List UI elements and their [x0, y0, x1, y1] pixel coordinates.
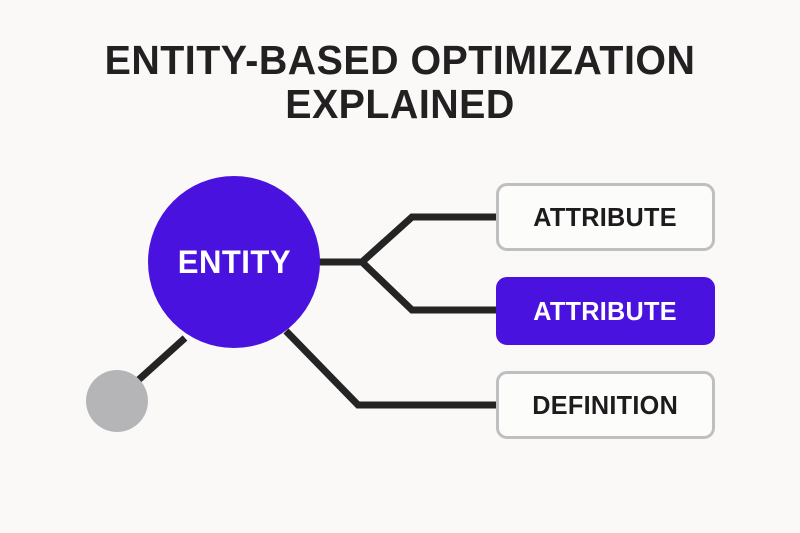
entity-node[interactable]: ENTITY [148, 176, 320, 348]
connector-to-attribute-1 [359, 213, 499, 265]
attribute-box-1-label: ATTRIBUTE [533, 201, 678, 232]
connector-to-attribute-2 [359, 259, 499, 314]
connector-to-definition [283, 328, 499, 409]
title-line-1: ENTITY-BASED OPTIMIZATION [104, 37, 696, 83]
definition-box-label: DEFINITION [532, 389, 679, 420]
attribute-box-1[interactable]: ATTRIBUTE [496, 183, 715, 251]
attribute-box-2-label: ATTRIBUTE [533, 295, 678, 326]
entity-node-label: ENTITY [177, 243, 291, 280]
definition-box[interactable]: DEFINITION [496, 371, 715, 439]
attribute-box-2[interactable]: ATTRIBUTE [496, 277, 715, 345]
secondary-node[interactable] [86, 370, 148, 432]
title-line-2: EXPLAINED [285, 81, 515, 128]
connector-to-secondary-node [131, 335, 188, 387]
page-title: ENTITY-BASED OPTIMIZATION EXPLAINED [0, 38, 800, 127]
